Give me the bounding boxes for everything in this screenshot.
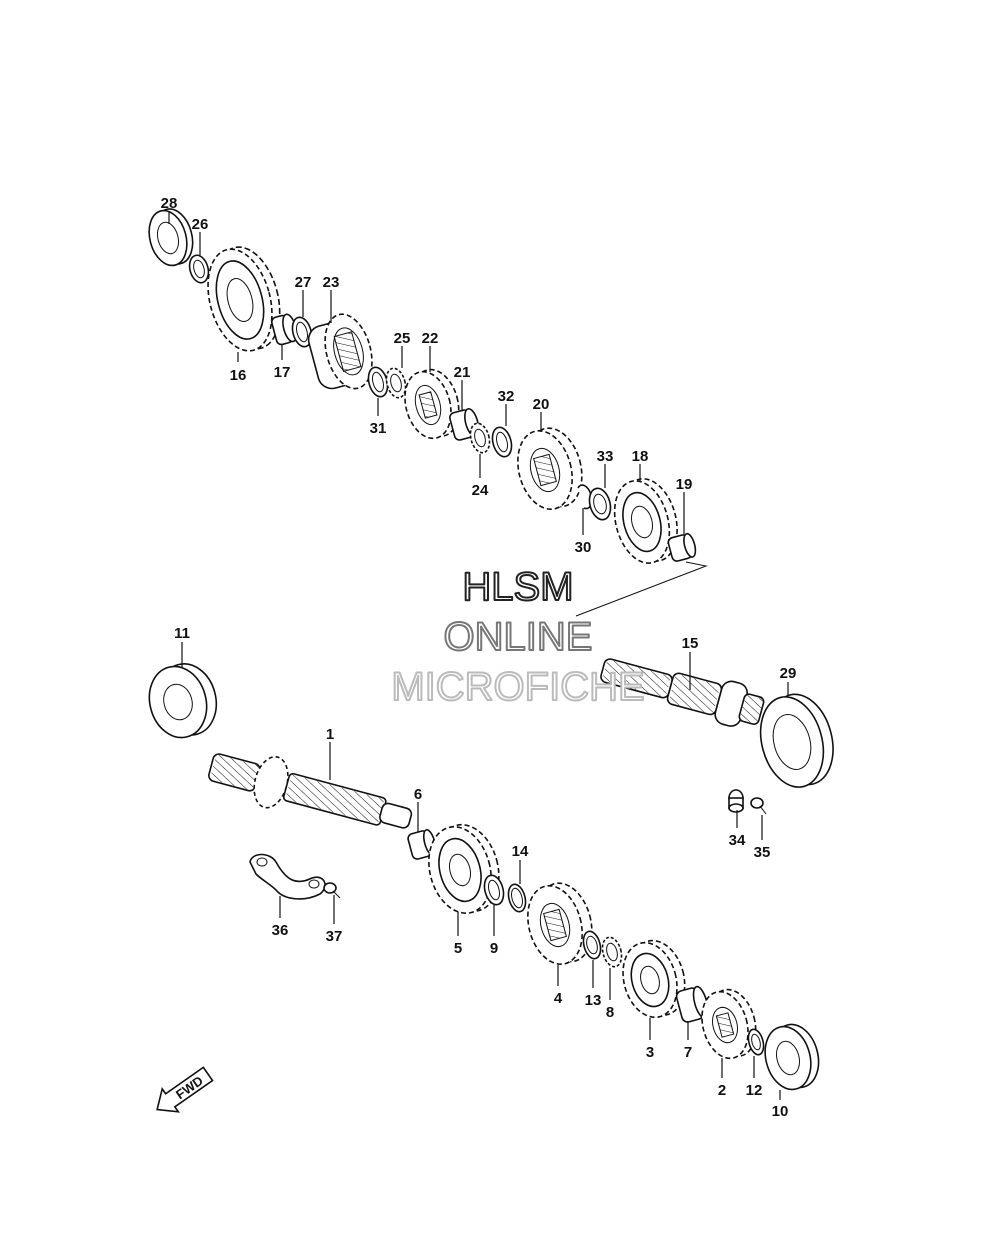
callout-30[interactable]: 30 <box>575 539 592 556</box>
part-29-bearing[interactable] <box>751 687 842 794</box>
watermark-line-1: HLSM <box>462 565 573 609</box>
callout-31[interactable]: 31 <box>370 420 387 437</box>
callout-23[interactable]: 23 <box>323 274 340 291</box>
callout-8[interactable]: 8 <box>606 1004 614 1021</box>
part-37-screw[interactable] <box>323 882 341 899</box>
countershaft-group <box>143 205 842 815</box>
callout-2[interactable]: 2 <box>718 1082 726 1099</box>
part-35-screw[interactable] <box>750 797 767 815</box>
callout-14[interactable]: 14 <box>512 843 529 860</box>
watermark-line-3: MICROFICHE <box>391 665 644 709</box>
part-11-bearing[interactable] <box>142 657 224 744</box>
part-23-gear[interactable] <box>304 309 380 397</box>
part-34-nut[interactable] <box>728 789 744 813</box>
part-15-countershaft[interactable] <box>597 648 767 733</box>
part-19-bushing[interactable] <box>667 532 697 563</box>
callout-36[interactable]: 36 <box>272 922 289 939</box>
part-8-washer[interactable] <box>599 935 624 969</box>
callout-34[interactable]: 34 <box>729 832 746 849</box>
part-16-gear[interactable] <box>198 240 291 358</box>
callout-27[interactable]: 27 <box>295 274 312 291</box>
callout-3[interactable]: 3 <box>646 1044 654 1061</box>
part-2-gear[interactable] <box>695 984 763 1063</box>
part-31-circlip[interactable] <box>365 365 390 399</box>
part-12-washer[interactable] <box>746 1028 766 1057</box>
callout-33[interactable]: 33 <box>597 448 614 465</box>
callout-17[interactable]: 17 <box>274 364 291 381</box>
part-28-bearing[interactable] <box>143 205 198 270</box>
callout-28[interactable]: 28 <box>161 195 178 212</box>
part-3-gear[interactable] <box>615 934 693 1023</box>
part-18-gear[interactable] <box>606 473 686 570</box>
callout-9[interactable]: 9 <box>490 940 498 957</box>
callout-labels: 28 26 16 17 27 23 31 25 22 21 24 32 20 3… <box>161 195 797 1120</box>
part-36-bracket[interactable] <box>249 853 326 900</box>
part-26-washer[interactable] <box>187 253 212 285</box>
part-20-gear[interactable] <box>510 422 591 515</box>
part-33-washer[interactable] <box>586 486 614 522</box>
part-5-gear[interactable] <box>420 818 508 921</box>
part-13-circlip[interactable] <box>581 929 604 960</box>
callout-37[interactable]: 37 <box>326 928 343 945</box>
callout-1[interactable]: 1 <box>326 726 334 743</box>
part-24-washer[interactable] <box>467 421 492 455</box>
callout-15[interactable]: 15 <box>682 635 699 652</box>
callout-32[interactable]: 32 <box>498 388 515 405</box>
part-32-circlip[interactable] <box>489 425 514 459</box>
part-9-washer[interactable] <box>481 873 506 907</box>
assembly-leader-line <box>575 561 708 617</box>
callout-25[interactable]: 25 <box>394 330 411 347</box>
callout-4[interactable]: 4 <box>554 990 563 1007</box>
callout-22[interactable]: 22 <box>422 330 439 347</box>
part-14-circlip[interactable] <box>506 882 529 913</box>
part-1-driveshaft[interactable] <box>204 741 416 845</box>
callout-11[interactable]: 11 <box>174 625 190 642</box>
callout-7[interactable]: 7 <box>684 1044 692 1061</box>
callout-35[interactable]: 35 <box>754 844 771 861</box>
part-22-gear[interactable] <box>398 364 466 443</box>
driveshaft-group <box>142 657 825 1094</box>
callout-21[interactable]: 21 <box>454 364 471 381</box>
part-27-washer[interactable] <box>289 315 314 349</box>
callout-29[interactable]: 29 <box>780 665 797 682</box>
part-4-gear[interactable] <box>520 877 601 970</box>
callout-16[interactable]: 16 <box>230 367 247 384</box>
leader-lines <box>168 212 789 1100</box>
callout-26[interactable]: 26 <box>192 216 209 233</box>
part-25-washer[interactable] <box>383 366 408 400</box>
callout-12[interactable]: 12 <box>746 1082 763 1099</box>
callout-10[interactable]: 10 <box>772 1103 789 1120</box>
callout-19[interactable]: 19 <box>676 476 693 493</box>
callout-13[interactable]: 13 <box>585 992 602 1009</box>
callout-6[interactable]: 6 <box>414 786 422 803</box>
fwd-arrow: FWD <box>156 1066 214 1113</box>
watermark: HLSM ONLINE MICROFICHE <box>390 564 645 710</box>
callout-18[interactable]: 18 <box>632 448 649 465</box>
part-10-bearing[interactable] <box>758 1019 825 1094</box>
callout-24[interactable]: 24 <box>472 482 489 499</box>
callout-20[interactable]: 20 <box>533 396 550 413</box>
watermark-line-2: ONLINE <box>444 615 593 659</box>
callout-5[interactable]: 5 <box>454 940 462 957</box>
